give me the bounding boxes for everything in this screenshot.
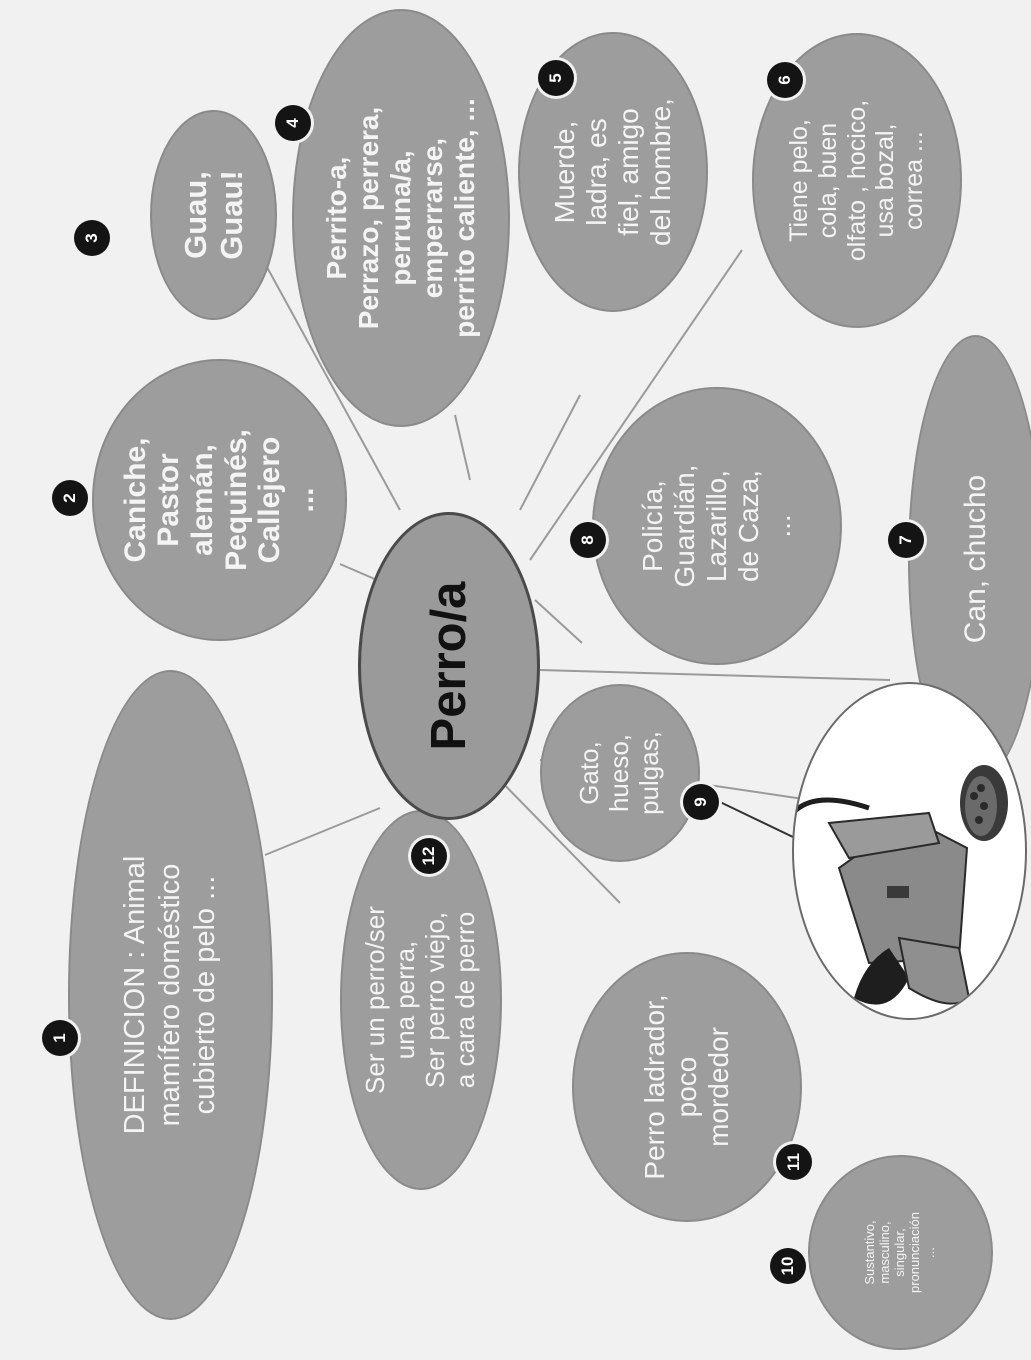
bubble-definition-text: DEFINICION : Animal mamífero doméstico c…: [119, 855, 221, 1135]
bubble-grammar-text: Sustantivo, masculino, singular, pronunc…: [862, 1212, 937, 1293]
marker-10: 10: [770, 1248, 806, 1284]
connector-5: [519, 394, 581, 511]
marker-4: 4: [275, 105, 311, 141]
bubble-grammar: Sustantivo, masculino, singular, pronunc…: [808, 1155, 993, 1350]
bubble-derived-words: Perrito-a, Perrazo, perrera, perruna/a, …: [292, 9, 510, 427]
bubble-actions-text: Muerde, ladra, es fiel, amigo del hombre…: [548, 98, 677, 246]
connector-7: [539, 669, 891, 681]
bubble-sound-text: Guau, Guau!: [177, 170, 249, 260]
bubble-saying-text: Perro ladrador, poco mordedor: [638, 994, 735, 1180]
bubble-expressions-text: Ser un perro/ser una perra, Ser perro vi…: [360, 906, 480, 1094]
marker-6: 6: [767, 62, 803, 98]
marker-2: 2: [52, 480, 88, 516]
bubble-jobs-text: Policía, Guardián, Lazarillo, de Caza, .…: [636, 464, 797, 588]
connector-3: [261, 257, 401, 511]
dog-picture-circle: [792, 682, 1027, 1020]
marker-9: 9: [683, 784, 719, 820]
center-node-label: Perro/a: [422, 581, 476, 751]
marker-7: 7: [888, 522, 924, 558]
marker-11: 11: [776, 1144, 812, 1180]
marker-8: 8: [570, 522, 606, 558]
bubble-breeds: Caniche, Pastor alemán, Pequinés, Callej…: [92, 359, 347, 641]
connector-6: [529, 249, 743, 561]
connector-1: [264, 807, 381, 856]
bubble-jobs: Policía, Guardián, Lazarillo, de Caza, .…: [592, 387, 842, 665]
bubble-synonyms-text: Can, chucho: [958, 474, 992, 644]
marker-3: 3: [74, 220, 110, 256]
center-node: Perro/a: [358, 512, 540, 820]
bubble-related-text: Gato, hueso, pulgas,: [574, 731, 664, 815]
bubble-breeds-text: Caniche, Pastor alemán, Pequinés, Callej…: [118, 429, 320, 571]
marker-5: 5: [538, 60, 574, 96]
marker-1: 1: [42, 1020, 78, 1056]
connector-8: [534, 599, 583, 644]
bubble-saying: Perro ladrador, poco mordedor: [572, 952, 802, 1222]
bubble-related: Gato, hueso, pulgas,: [540, 684, 700, 862]
marker-12: 12: [411, 838, 447, 874]
bubble-sound: Guau, Guau!: [150, 110, 277, 320]
bubble-derived-words-text: Perrito-a, Perrazo, perrera, perruna/a, …: [321, 98, 480, 338]
connector-11: [489, 769, 621, 904]
bubble-features-text: Tiene pelo, cola, buen olfato , hocico, …: [785, 99, 929, 262]
dog-with-bowl-illustration: [792, 765, 1008, 1005]
bubble-definition: DEFINICION : Animal mamífero doméstico c…: [68, 670, 273, 1320]
connector-4: [454, 414, 471, 481]
